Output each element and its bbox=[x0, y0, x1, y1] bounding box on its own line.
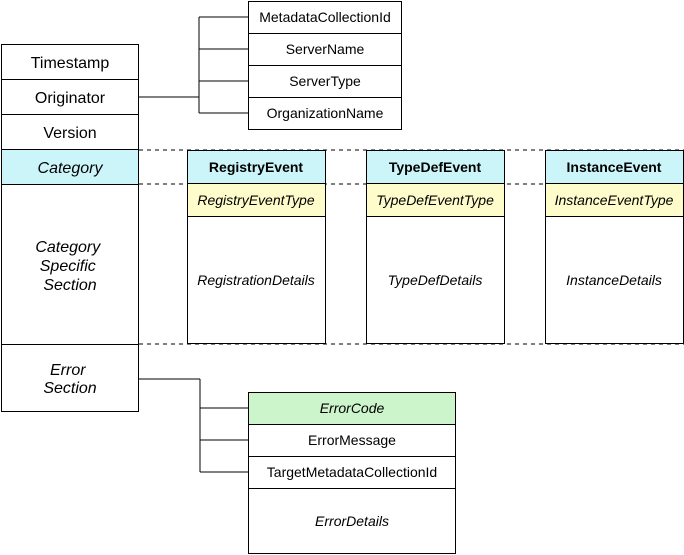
error-details-box bbox=[248, 488, 456, 554]
version-box bbox=[1, 114, 139, 150]
error-details-label: ErrorDetails bbox=[315, 513, 389, 529]
typedef-event-type-box bbox=[366, 183, 505, 217]
error-code-label: ErrorCode bbox=[320, 400, 385, 416]
instance-event-type-box bbox=[545, 183, 684, 217]
organization-name-box bbox=[248, 97, 402, 130]
target-metadata-collection-id-box bbox=[248, 456, 456, 489]
error-message-box bbox=[248, 424, 456, 457]
originator-label: Originator bbox=[35, 90, 106, 107]
category-specific-section-box bbox=[1, 184, 139, 345]
version-label: Version bbox=[43, 125, 96, 142]
originator-connector bbox=[139, 16, 248, 114]
category-label: Category bbox=[38, 160, 104, 177]
target-metadata-collection-id-label: TargetMetadataCollectionId bbox=[267, 464, 437, 480]
metadata-collection-id-label: MetadataCollectionId bbox=[259, 9, 391, 25]
instance-details-label: InstanceDetails bbox=[566, 272, 662, 288]
typedef-event-box bbox=[366, 150, 505, 184]
typedef-event-label: TypeDefEvent bbox=[389, 159, 482, 175]
server-type-box bbox=[248, 65, 402, 98]
registry-event-label: RegistryEvent bbox=[209, 159, 303, 175]
error-connector bbox=[139, 378, 248, 473]
error-code-box bbox=[248, 392, 456, 425]
registration-details-box bbox=[187, 216, 326, 344]
server-name-box bbox=[248, 33, 402, 66]
server-name-label: ServerName bbox=[286, 41, 365, 57]
error-section-label: Error Section bbox=[43, 362, 96, 397]
typedef-event-type-label: TypeDefEventType bbox=[376, 192, 494, 208]
registry-event-box bbox=[187, 150, 326, 184]
metadata-collection-id-box bbox=[248, 1, 402, 34]
instance-details-box bbox=[545, 216, 684, 344]
error-fields: ErrorCode ErrorMessage TargetMetadataCol… bbox=[248, 392, 456, 554]
header-column: Timestamp Originator Version Category Ca… bbox=[1, 44, 139, 412]
error-section-box bbox=[1, 344, 139, 412]
instance-event-type-label: InstanceEventType bbox=[555, 192, 674, 208]
typedef-details-label: TypeDefDetails bbox=[388, 272, 483, 288]
timestamp-box bbox=[1, 44, 139, 80]
server-type-label: ServerType bbox=[289, 73, 361, 89]
error-message-label: ErrorMessage bbox=[308, 432, 396, 448]
registration-details-label: RegistrationDetails bbox=[197, 272, 315, 288]
originator-fields: MetadataCollectionId ServerName ServerTy… bbox=[248, 1, 402, 130]
typedef-details-box bbox=[366, 216, 505, 344]
typedef-event-column: TypeDefEvent TypeDefEventType TypeDefDet… bbox=[366, 150, 505, 344]
instance-event-label: InstanceEvent bbox=[567, 159, 662, 175]
category-specific-section-label: Category Specific Section bbox=[35, 239, 104, 294]
organization-name-label: OrganizationName bbox=[267, 105, 384, 121]
registry-event-type-label: RegistryEventType bbox=[197, 192, 314, 208]
instance-event-column: InstanceEvent InstanceEventType Instance… bbox=[545, 150, 684, 344]
registry-event-column: RegistryEvent RegistryEventType Registra… bbox=[187, 150, 326, 344]
timestamp-label: Timestamp bbox=[31, 55, 110, 72]
instance-event-box bbox=[545, 150, 684, 184]
